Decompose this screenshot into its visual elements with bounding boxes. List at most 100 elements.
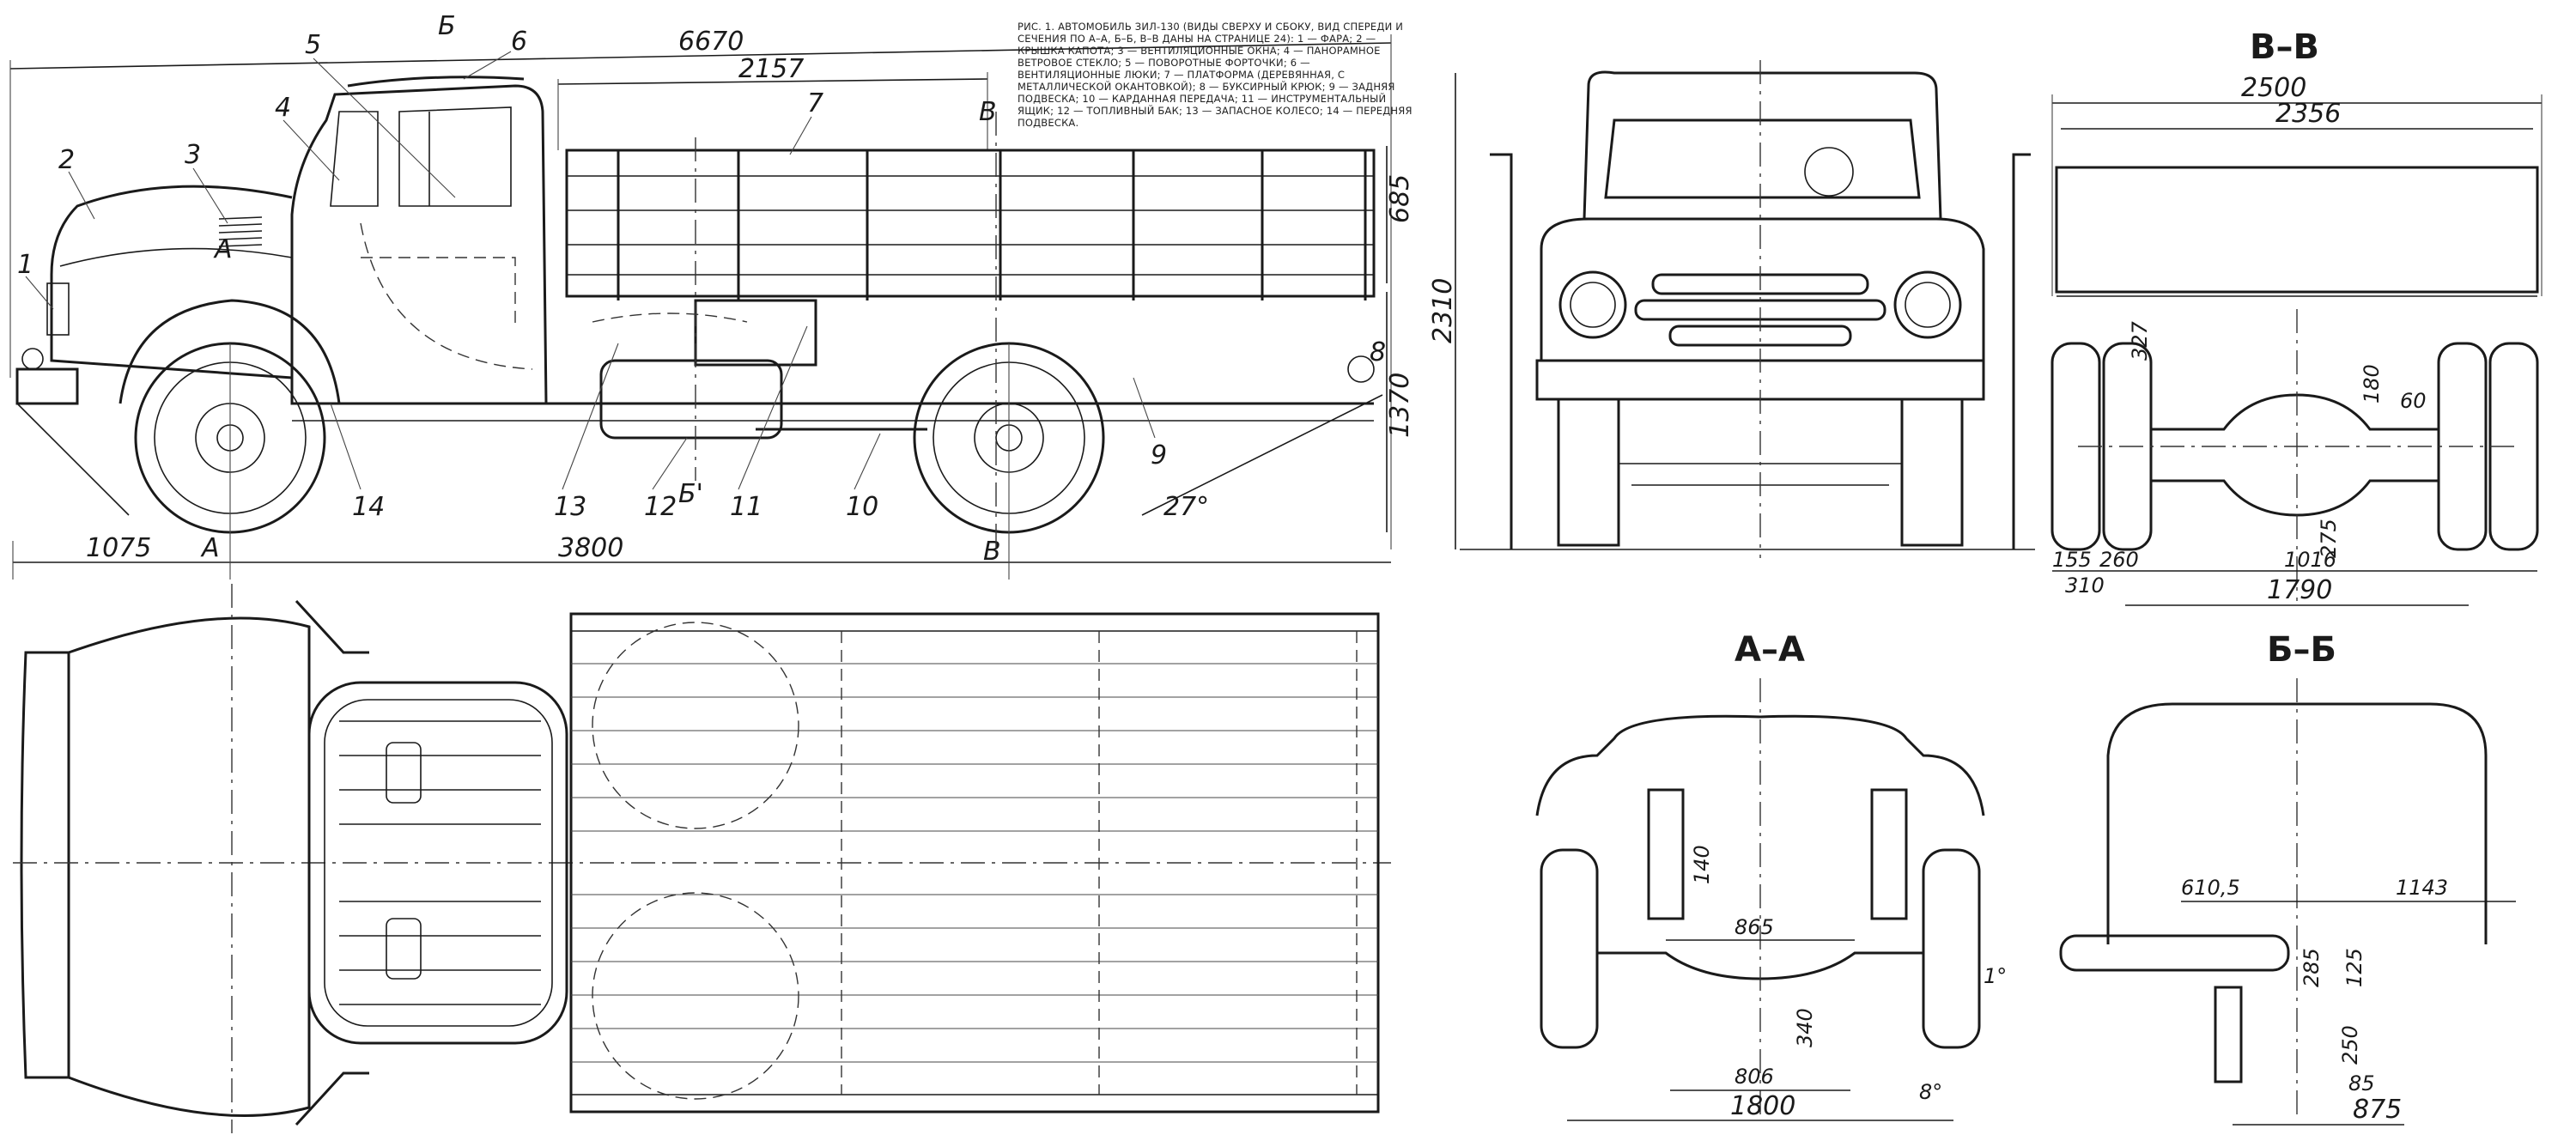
steering-wheel (1804, 147, 1854, 197)
dim-platform-width: 2356 (2275, 99, 2341, 129)
rear-view: В–В 2500 2356 327 180 60 275 155 260 310… (2050, 27, 2543, 606)
dim-aa-865: 865 (1735, 915, 1774, 939)
dim-platform-length: 2157 (738, 54, 804, 84)
dim-aa-140: 140 (1690, 845, 1714, 884)
dim-aa-angle1: 1° (1984, 964, 2007, 988)
dim-327: 327 (2128, 320, 2152, 361)
mirror-right (295, 1071, 369, 1126)
cab-outline (290, 84, 548, 405)
dim-bb-875: 875 (2353, 1095, 2402, 1125)
callout-4: 4 (275, 93, 291, 123)
mirror-post-right (2012, 153, 2031, 549)
mirror-post-left (1490, 153, 1513, 549)
dim-155: 155 (2052, 548, 2092, 572)
dim-wheelbase: 3800 (558, 533, 623, 563)
dim-side-height: 685 (1385, 174, 1415, 223)
section-mark-v-top: В (979, 97, 997, 127)
callout-3: 3 (185, 140, 201, 170)
top-cab-roof (307, 681, 568, 1045)
cargo-platform-side (565, 149, 1376, 300)
section-mark-b: Б (438, 11, 456, 41)
dim-260: 260 (2099, 548, 2139, 572)
dim-overall-length: 6670 (678, 27, 744, 57)
callout-13: 13 (554, 492, 586, 522)
roof-vent-2 (386, 918, 422, 980)
top-view (13, 584, 1391, 1133)
headlamp-side (46, 282, 70, 336)
callout-5: 5 (305, 30, 321, 60)
hood-vents (218, 216, 263, 247)
top-bumper (20, 651, 70, 1079)
front-bumper (15, 367, 79, 405)
callout-14: 14 (352, 492, 385, 522)
front-view: 2310 (1428, 60, 2035, 558)
rear-view-title: В–В (2250, 27, 2319, 67)
figure-caption: Рис. 1. Автомобиль ЗИЛ-130 (виды сверху … (1018, 21, 1413, 129)
dim-platform-height: 1370 (1385, 373, 1415, 438)
front-hood (1540, 217, 1985, 362)
section-bb-step (2059, 934, 2290, 972)
section-bb: Б–Б 610,5 1143 285 125 250 85 875 (2059, 630, 2516, 1126)
headlamp-right (1893, 270, 1962, 339)
door-window (398, 106, 512, 207)
dim-60: 60 (2400, 389, 2427, 413)
section-mark-b-one: Б' (678, 479, 703, 509)
dim-bb-125: 125 (2342, 948, 2366, 987)
tow-hook-front (21, 348, 44, 370)
dim-1016: 1016 (2284, 548, 2336, 572)
section-mark-a: А (200, 533, 220, 563)
section-aa-title: А–А (1735, 630, 1805, 670)
dim-180: 180 (2360, 364, 2384, 404)
callout-12: 12 (644, 492, 677, 522)
section-aa: А–А 140 865 340 806 1800 8° 1° (1535, 630, 2007, 1121)
tool-box (694, 299, 817, 367)
side-callouts: 1 2 3 4 5 6 7 8 9 10 11 12 13 14 (17, 27, 1386, 522)
callout-2: 2 (58, 145, 75, 175)
top-hood (68, 616, 311, 1117)
callout-8: 8 (1370, 337, 1386, 367)
spare-wheel (592, 313, 748, 323)
fuel-tank (599, 359, 783, 440)
dim-bb-85: 85 (2348, 1071, 2375, 1095)
tow-hook-rear (1347, 355, 1375, 383)
section-bb-frame (2214, 986, 2243, 1083)
front-tire-left (1557, 398, 1620, 547)
callout-10: 10 (846, 492, 878, 522)
front-tire-right (1900, 398, 1964, 547)
callout-9: 9 (1151, 440, 1167, 470)
section-mark-a-top: А (213, 234, 233, 264)
dim-front-height: 2310 (1428, 278, 1458, 343)
front-cab (1583, 70, 1942, 221)
section-bb-cab (2106, 702, 2488, 944)
dim-bb-285: 285 (2300, 948, 2324, 987)
dim-front-overhang: 1075 (86, 533, 151, 563)
section-aa-hood (1535, 714, 1985, 816)
roof-vent-1 (386, 742, 422, 804)
side-window-vent (330, 111, 379, 207)
dim-bb-250: 250 (2338, 1025, 2362, 1065)
dim-overall-width: 2500 (2241, 73, 2306, 103)
dim-aa-806: 806 (1735, 1065, 1774, 1089)
dim-310: 310 (2065, 574, 2105, 598)
mirror-left (295, 599, 369, 654)
section-mark-v-bottom: В (983, 537, 1001, 567)
dim-bb-1143: 1143 (2396, 876, 2448, 900)
dim-275: 275 (2317, 519, 2341, 558)
section-aa-wheel-left (1540, 848, 1599, 1049)
section-aa-frame-left (1647, 788, 1685, 920)
section-bb-title: Б–Б (2267, 630, 2336, 670)
dim-bb-610: 610,5 (2181, 876, 2240, 900)
dim-departure-angle: 27° (1163, 492, 1209, 522)
callout-7: 7 (807, 88, 823, 118)
rear-axle (2149, 393, 2440, 517)
side-view: 6670 2157 (9, 11, 1415, 580)
rear-platform-end (2055, 166, 2539, 294)
hood-outline (50, 185, 293, 379)
dim-aa-angle8: 8° (1919, 1080, 1942, 1104)
top-cargo-platform (569, 612, 1380, 1114)
dim-rear-track: 1790 (2267, 575, 2332, 605)
callout-1: 1 (17, 250, 33, 280)
section-aa-wheel-right (1922, 848, 1981, 1049)
